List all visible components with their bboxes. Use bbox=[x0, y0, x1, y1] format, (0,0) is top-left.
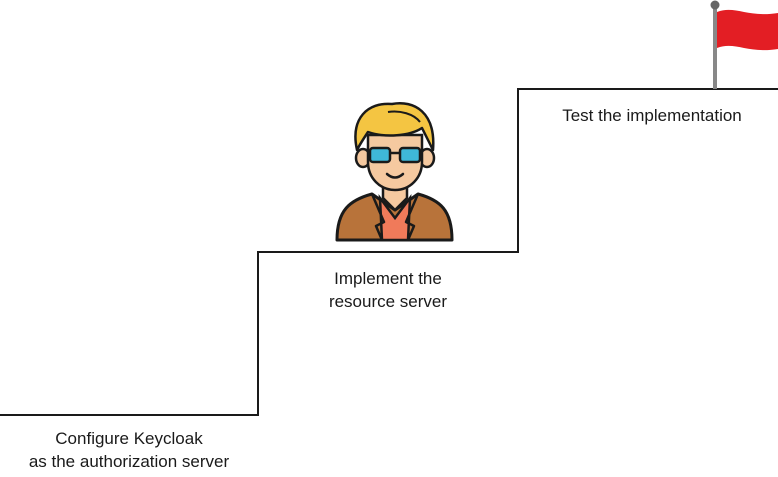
step-label-line: resource server bbox=[328, 292, 448, 311]
staircase-line bbox=[0, 88, 778, 416]
red-flag-icon bbox=[710, 0, 778, 89]
step-label-configure-keycloak: Configure Keycloak as the authorization … bbox=[0, 427, 258, 473]
developer-with-glasses-icon bbox=[335, 102, 454, 242]
step-label-line: as the authorization server bbox=[28, 452, 230, 471]
step-label-line: Implement the bbox=[334, 269, 442, 288]
step-label-test-implementation: Test the implementation bbox=[526, 104, 778, 127]
step-label-line: Test the implementation bbox=[562, 106, 742, 125]
step-label-line: Configure Keycloak bbox=[55, 429, 203, 448]
step-label-implement-resource-server: Implement the resource server bbox=[288, 267, 488, 313]
